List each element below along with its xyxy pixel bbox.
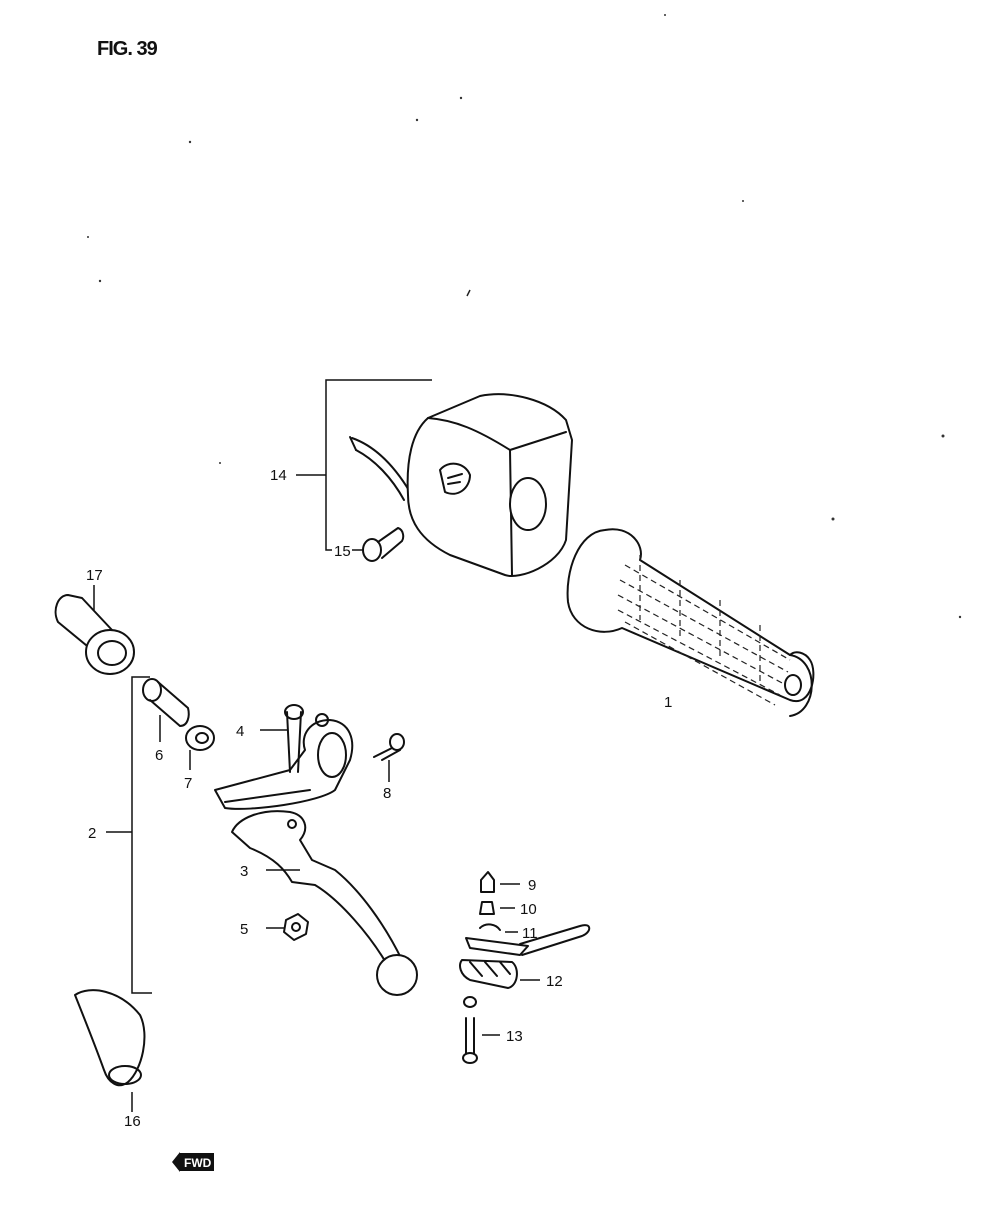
callout-2: 2	[88, 825, 96, 842]
callout-15: 15	[334, 543, 351, 560]
callout-17: 17	[86, 567, 103, 584]
callout-8: 8	[383, 785, 391, 802]
callout-6: 6	[155, 747, 163, 764]
nut-7-part	[185, 725, 215, 770]
screw-15-part	[362, 527, 405, 562]
pivot-bolt-4-part	[260, 704, 304, 773]
scan-specks	[87, 14, 962, 619]
callout-7: 7	[184, 775, 192, 792]
bracket-2	[106, 676, 152, 994]
callout-labels: 1 2 3 4 5 6 7 8 9 10 11 12 13 14 15 16 1…	[86, 467, 672, 1130]
callout-3: 3	[240, 863, 248, 880]
callout-13: 13	[506, 1028, 523, 1045]
arrow-left-icon	[172, 1152, 180, 1172]
callout-16: 16	[124, 1113, 141, 1130]
lever-cover-17-part	[54, 585, 135, 675]
callout-1: 1	[664, 694, 672, 711]
boot-16-part	[74, 989, 146, 1112]
lever-3-part	[231, 810, 418, 996]
bolt-6-part	[142, 678, 190, 742]
lever-holder-part	[214, 713, 354, 810]
callout-12: 12	[546, 973, 563, 990]
callout-9: 9	[528, 877, 536, 894]
fwd-text: FWD	[184, 1156, 212, 1170]
grip-part	[566, 528, 815, 717]
callout-10: 10	[520, 901, 537, 918]
switch-housing-part	[349, 393, 573, 577]
callout-5: 5	[240, 921, 248, 938]
fwd-badge: FWD	[172, 1152, 214, 1172]
cable-adjuster-part	[459, 871, 591, 1064]
figure-title: FIG. 39	[97, 38, 158, 60]
callout-4: 4	[236, 723, 244, 740]
bracket-14	[296, 379, 432, 551]
screw-8-part	[373, 733, 405, 782]
nut-lower-part	[266, 913, 309, 941]
callout-14: 14	[270, 467, 287, 484]
callout-11: 11	[522, 925, 538, 942]
